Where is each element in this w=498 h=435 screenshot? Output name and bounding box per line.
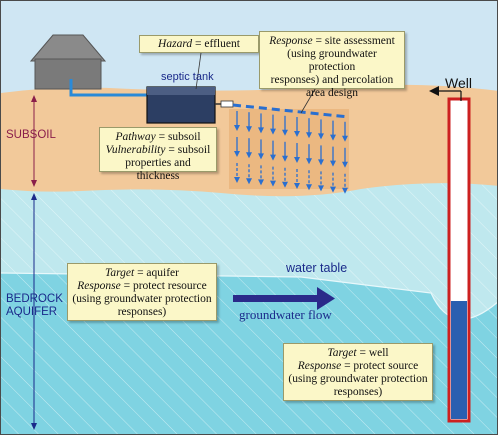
well-response-term: Response: [297, 360, 342, 372]
percolation-arrow-head: [306, 184, 312, 191]
hazard-term: Hazard: [158, 38, 193, 50]
percolation-arrow-head: [258, 127, 264, 134]
target-aquifer-text: = aquifer: [134, 267, 179, 279]
target-aquifer-callout: Target = aquifer Response = protect reso…: [67, 263, 217, 321]
well-arrow: [429, 86, 462, 101]
response-site-text: = site assessment: [312, 35, 395, 47]
percolation-arrow-head: [330, 160, 336, 167]
distribution-box: [220, 100, 234, 108]
subsoil-label: SUBSOIL: [6, 129, 56, 141]
aquifer-extent-arrow: [31, 193, 37, 430]
percolation-arrow-head: [318, 159, 324, 166]
septic-tank-top: [147, 87, 215, 95]
target-aquifer-line4: responses): [117, 306, 167, 318]
percolation-arrow-head: [234, 177, 240, 183]
vulnerability-term: Vulnerability: [105, 144, 166, 156]
percolation-arrow-head: [306, 132, 312, 139]
aquifer-response-text: = protect resource: [120, 280, 207, 292]
target-aquifer-line3: (using groundwater protection: [72, 293, 212, 305]
hazard-pointer: [195, 52, 202, 90]
groundwater-flow-label: groundwater flow: [239, 307, 332, 322]
target-well-text: = well: [356, 347, 389, 359]
percolation-arrow-head: [282, 129, 288, 136]
response-site-line4: area design: [305, 87, 359, 99]
effluent-pipe: [69, 79, 149, 97]
pathway-text: = subsoil: [155, 131, 201, 143]
pathway-term: Pathway: [115, 131, 156, 143]
response-site-line2: (using groundwater protection: [287, 48, 377, 73]
percolation-arrow-head: [342, 135, 348, 142]
percolation-arrow-head: [270, 180, 276, 187]
percolation-arrow-head: [282, 155, 288, 162]
percolation-arrow-head: [342, 187, 348, 194]
hazard-text: = effluent: [192, 38, 240, 50]
water-table-label: water table: [286, 261, 348, 275]
percolation-arrow-head: [246, 152, 252, 159]
percolation-arrow-head: [330, 186, 336, 193]
septic-tank-label: septic tank: [161, 71, 214, 83]
bedrock-label-line1: BEDROCK: [6, 293, 63, 305]
percolation-arrow-head: [282, 181, 288, 188]
percolation-pipe: [232, 103, 350, 119]
response-site-callout: Response = site assessment (using ground…: [259, 31, 405, 99]
percolation-arrow-head: [294, 183, 300, 189]
aquifer-response-term: Response: [77, 280, 121, 292]
percolation-arrow-head: [330, 134, 336, 141]
percolation-arrow-head: [246, 126, 252, 133]
percolation-area: [229, 109, 349, 189]
target-well-term: Target: [327, 347, 357, 359]
percolation-arrow-head: [234, 151, 240, 157]
pathway-callout: Pathway = subsoil Vulnerability = subsoi…: [99, 127, 217, 182]
vulnerability-text: = subsoil: [165, 144, 211, 156]
pathway-line3: properties and thickness: [125, 157, 191, 182]
percolation-arrows: [234, 111, 348, 194]
percolation-arrow-head: [318, 185, 324, 192]
percolation-arrow-head: [258, 179, 264, 186]
target-aquifer-term: Target: [104, 267, 135, 279]
percolation-arrow-head: [306, 158, 312, 165]
response-site-term: Response: [269, 35, 313, 47]
percolation-arrow-head: [270, 154, 276, 161]
hazard-callout: Hazard = effluent: [139, 35, 259, 53]
percolation-arrow-head: [318, 133, 324, 140]
response-site-line3: responses) and percolation: [270, 74, 394, 86]
percolation-arrow-head: [246, 178, 252, 185]
well-label: Well: [445, 75, 472, 91]
well-response-text: = protect source: [341, 360, 419, 372]
target-well-line4: responses): [333, 386, 383, 398]
house-wall: [34, 58, 102, 90]
groundwater-flow-arrow: [233, 287, 335, 310]
target-well-callout: Target = well Response = protect source …: [283, 343, 433, 401]
bedrock-label-line2: AQUIFER: [6, 306, 58, 318]
percolation-arrow-head: [258, 153, 264, 160]
percolation-arrow-head: [270, 128, 276, 135]
well: [447, 97, 471, 423]
target-well-line3: (using groundwater protection: [288, 373, 428, 385]
percolation-arrow-head: [294, 157, 300, 163]
subsoil-extent-arrow: [31, 95, 37, 187]
percolation-arrow-head: [342, 161, 348, 168]
percolation-arrow-head: [234, 125, 240, 131]
percolation-arrow-head: [294, 131, 300, 137]
